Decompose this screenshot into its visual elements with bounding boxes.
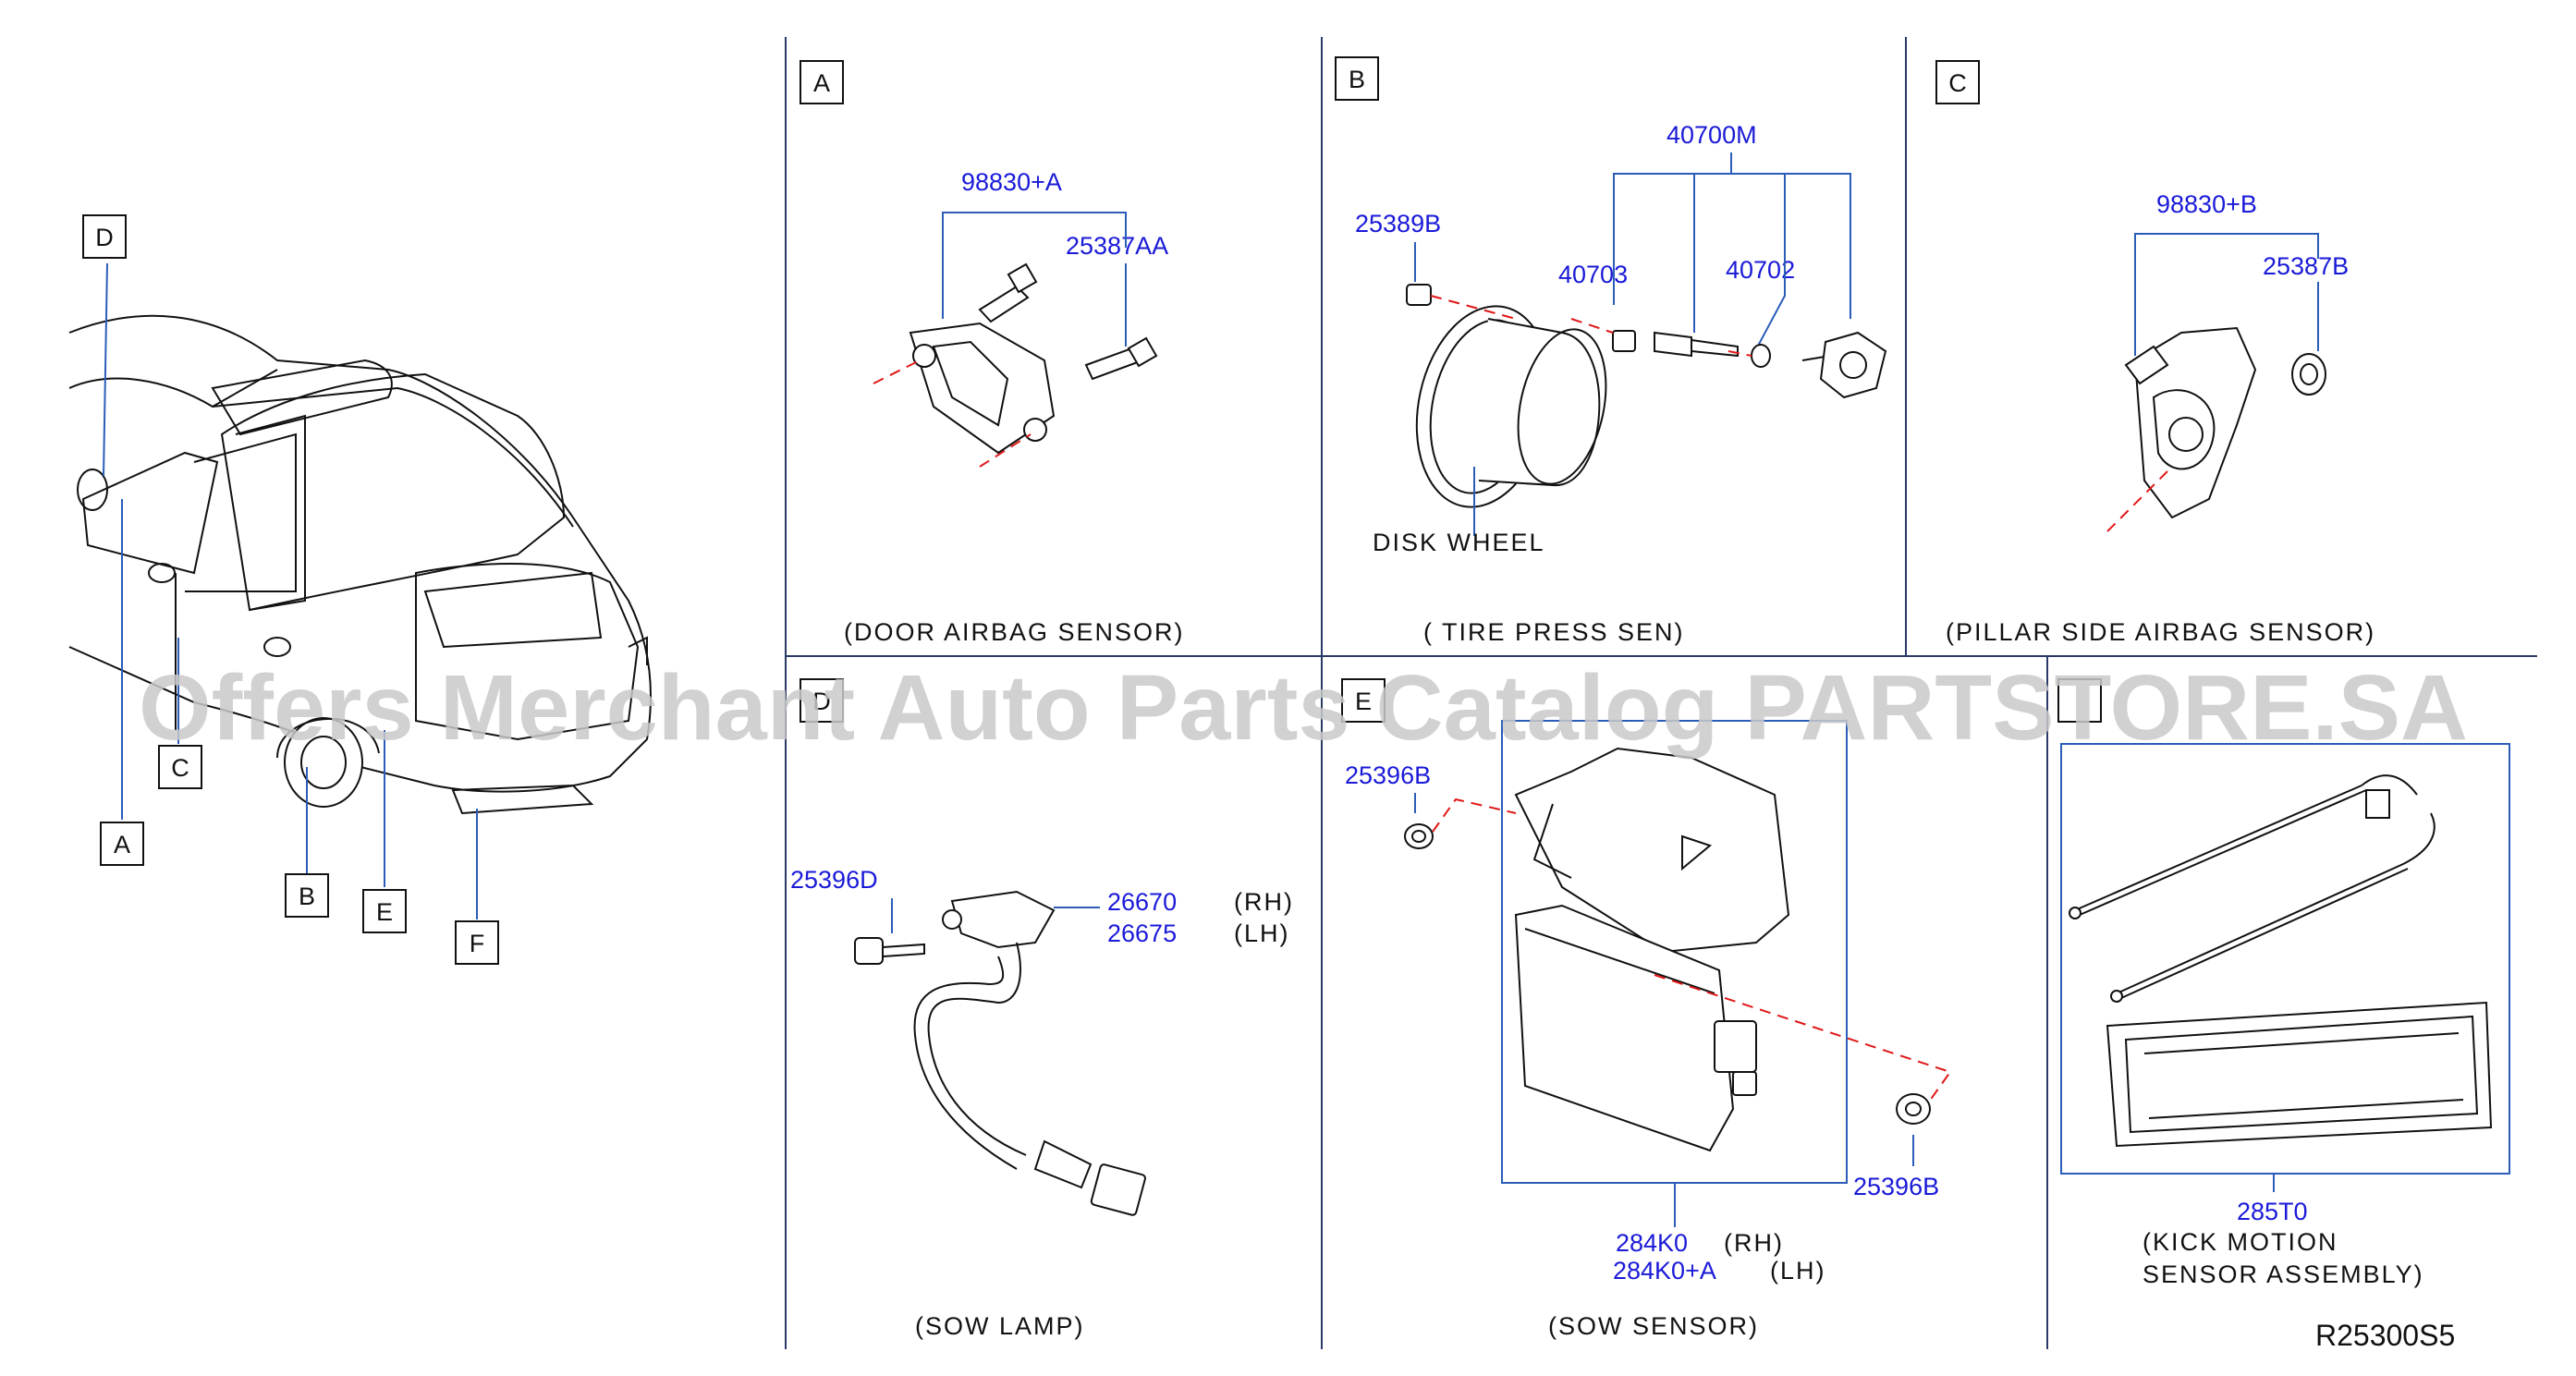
panel-b-caption: ( TIRE PRESS SEN)	[1423, 618, 1685, 646]
marker-F[interactable]: F	[455, 920, 499, 965]
pillar-side-airbag-sensor-drawing	[2124, 326, 2326, 519]
tire-pressure-sensor-drawing	[1406, 284, 1887, 508]
panel-d-letter-box	[800, 678, 844, 723]
part-25396d[interactable]: 25396D	[790, 866, 878, 894]
marker-F-label: F	[470, 930, 485, 957]
kick-motion-sensor-drawing	[2069, 774, 2493, 1148]
panel-e-caption: (SOW SENSOR)	[1548, 1312, 1759, 1340]
panel-c: C 98830+B 25387B (PILLAR SIDE AIRBAG SEN…	[1935, 60, 2375, 646]
part-25396b-top[interactable]: 25396B	[1345, 761, 1431, 789]
panel-e-letter-box	[1341, 678, 1386, 723]
panel-c-letter: C	[1948, 69, 1967, 97]
marker-E-label: E	[376, 898, 393, 926]
marker-A[interactable]: A	[100, 822, 144, 866]
part-284k0-a[interactable]: 284K0+A	[1613, 1257, 1716, 1285]
part-26670[interactable]: 26670	[1107, 888, 1177, 916]
panel-a-letter-box	[800, 60, 844, 104]
panel-a-caption: (DOOR AIRBAG SENSOR)	[844, 618, 1185, 646]
panel-e: E 25396B 25396B 284K0 284K0+A (RH) (LH) …	[1341, 678, 1952, 1340]
panel-a: A 98830+A 25387AA (DOOR AIRBAG SENSOR)	[800, 60, 1185, 646]
panel-a-letter: A	[813, 69, 830, 97]
part-285t0[interactable]: 285T0	[2237, 1198, 2308, 1225]
kick-motion-frame	[2060, 743, 2510, 1175]
panel-f-caption-line2: SENSOR ASSEMBLY)	[2143, 1260, 2424, 1288]
panel-b-letter: B	[1349, 66, 1365, 93]
part-25396b-bottom[interactable]: 25396B	[1853, 1173, 1939, 1200]
panel-d-caption: (SOW LAMP)	[915, 1312, 1085, 1340]
part-40700m[interactable]: 40700M	[1666, 121, 1757, 149]
panel-d: D 25396D 26670 26675 (RH) (LH) (SOW LAMP…	[790, 678, 1294, 1340]
panel-b-letter-box	[1335, 56, 1379, 101]
marker-A-label: A	[114, 831, 130, 858]
part-25387b[interactable]: 25387B	[2263, 252, 2349, 280]
part-98830-a[interactable]: 98830+A	[961, 168, 1062, 196]
part-25387aa[interactable]: 25387AA	[1066, 232, 1168, 260]
marker-B[interactable]: B	[285, 873, 329, 918]
part-26670-side: (RH)	[1234, 888, 1294, 916]
panel-d-letter: D	[812, 688, 831, 715]
part-98830-b[interactable]: 98830+B	[2156, 190, 2257, 218]
marker-B-label: B	[299, 883, 315, 910]
part-25389b[interactable]: 25389B	[1355, 210, 1441, 237]
marker-C-label: C	[171, 754, 189, 782]
marker-D-label: D	[95, 224, 114, 251]
panel-dividers	[785, 37, 2537, 1349]
drawing-code: R25300S5	[2315, 1319, 2455, 1352]
marker-C[interactable]: C	[158, 745, 202, 789]
panel-f-letter-box	[2057, 678, 2102, 723]
panel-c-caption: (PILLAR SIDE AIRBAG SENSOR)	[1946, 618, 2375, 646]
panel-e-letter: E	[1355, 688, 1372, 715]
panel-b: B 40700M 25389B 40703 40702 DISK WHEEL	[1335, 56, 1887, 646]
panel-f-caption-line1: (KICK MOTION	[2143, 1228, 2338, 1256]
part-26675[interactable]: 26675	[1107, 919, 1177, 947]
watermark-text: Offers Merchant Auto Parts Catalog PARTS…	[139, 656, 2468, 760]
part-40703[interactable]: 40703	[1558, 261, 1628, 288]
door-airbag-sensor-drawing	[909, 262, 1158, 455]
marker-E[interactable]: E	[362, 889, 407, 933]
vehicle-overview: D C A B E F	[68, 214, 652, 965]
part-40702[interactable]: 40702	[1726, 256, 1795, 284]
part-284k0[interactable]: 284K0	[1616, 1229, 1688, 1257]
sow-lamp-drawing	[854, 890, 1146, 1216]
part-284k0-a-side: (LH)	[1770, 1257, 1826, 1285]
panel-c-letter-box	[1935, 60, 1980, 104]
panel-f: 285T0 (KICK MOTION SENSOR ASSEMBLY)	[2057, 678, 2510, 1288]
part-284k0-side: (RH)	[1724, 1229, 1784, 1257]
marker-D[interactable]: D	[82, 214, 127, 259]
label-disk-wheel: DISK WHEEL	[1373, 529, 1545, 556]
part-26675-side: (LH)	[1234, 919, 1290, 947]
sow-sensor-drawing	[1404, 747, 1931, 1152]
